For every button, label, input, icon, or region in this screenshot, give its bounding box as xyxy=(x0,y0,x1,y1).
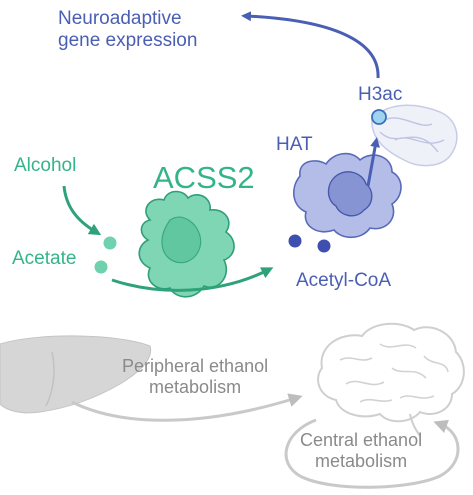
hat-enzyme-icon xyxy=(293,152,402,239)
peripheral-ethanol-metabolism-label: Peripheral ethanol metabolism xyxy=(122,356,268,397)
acetate-dot xyxy=(103,236,117,250)
central-metabolism-loop xyxy=(284,418,460,489)
acss2-enzyme-icon xyxy=(138,190,235,298)
acetate-dot xyxy=(94,260,108,274)
histone-icon xyxy=(371,104,458,167)
arrow-hat-to-h3ac xyxy=(366,137,381,187)
peripheral-line-2: metabolism xyxy=(149,376,242,397)
alcohol-label: Alcohol xyxy=(14,155,77,176)
brain-icon xyxy=(317,322,465,423)
neuro-line-2: gene expression xyxy=(58,29,198,51)
peripheral-line-1: Peripheral ethanol xyxy=(122,356,269,376)
h3ac-label: H3ac xyxy=(358,84,403,105)
arrow-alcohol-to-acetate xyxy=(62,185,102,236)
hat-label: HAT xyxy=(276,134,313,155)
acetyl-mark xyxy=(371,109,387,125)
central-ethanol-metabolism-label: Central ethanol metabolism xyxy=(300,430,422,471)
central-line-2: metabolism xyxy=(315,450,408,471)
neuro-line-1: Neuroadaptive xyxy=(58,8,182,29)
acetyl-coa-dot xyxy=(317,239,331,253)
acetyl-coa-dot xyxy=(288,234,302,248)
acss2-label: ACSS2 xyxy=(153,160,255,195)
arrow-peripheral-to-central xyxy=(71,393,303,422)
neuroadaptive-gene-expression-label: Neuroadaptive gene expression xyxy=(58,8,197,52)
acetate-label: Acetate xyxy=(12,248,77,269)
acetyl-coa-label: Acetyl-CoA xyxy=(296,270,392,291)
arrow-h3ac-to-gene-expression xyxy=(241,11,380,79)
liver-icon xyxy=(0,335,152,414)
arrow-acetate-to-acetyl-coa xyxy=(111,267,274,292)
central-line-1: Central ethanol xyxy=(300,430,423,450)
